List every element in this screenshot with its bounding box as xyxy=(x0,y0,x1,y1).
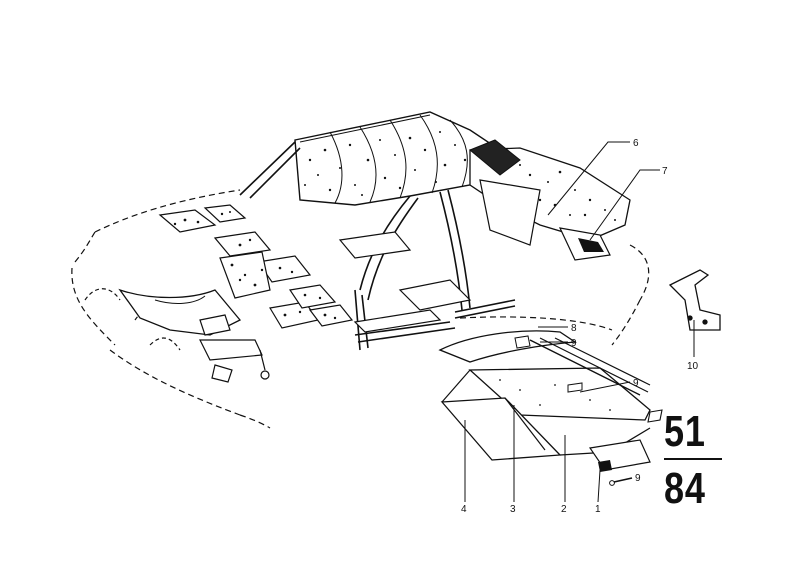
sill-strips xyxy=(354,299,516,343)
roof-panel xyxy=(294,111,522,206)
group-number-divider xyxy=(664,458,722,460)
callout-9-lower: 9 xyxy=(635,473,641,484)
callout-5: 6 xyxy=(633,138,639,149)
callout-9-upper: 9 xyxy=(633,378,639,389)
callout-3: 3 xyxy=(510,504,516,515)
callout-6: 7 xyxy=(662,166,668,177)
car-body-outline xyxy=(71,189,650,429)
callout-2: 2 xyxy=(561,504,567,515)
front-footwell-insulation xyxy=(118,288,270,383)
pad-speckles xyxy=(173,211,337,320)
callout-10: 10 xyxy=(687,361,699,372)
callout-1: 1 xyxy=(595,504,601,515)
cabin-floor-mats xyxy=(338,231,472,333)
bracket-part xyxy=(668,269,721,331)
callout-7: 8 xyxy=(571,323,577,334)
callout-leaders xyxy=(464,141,695,503)
callout-4: 4 xyxy=(461,504,467,515)
callout-8: 9 xyxy=(571,338,577,349)
group-number-bottom: 84 xyxy=(664,464,706,513)
floor-insulation-set xyxy=(438,330,663,486)
rear-shelf-insulation xyxy=(469,139,631,261)
group-number-top: 51 xyxy=(664,407,706,456)
